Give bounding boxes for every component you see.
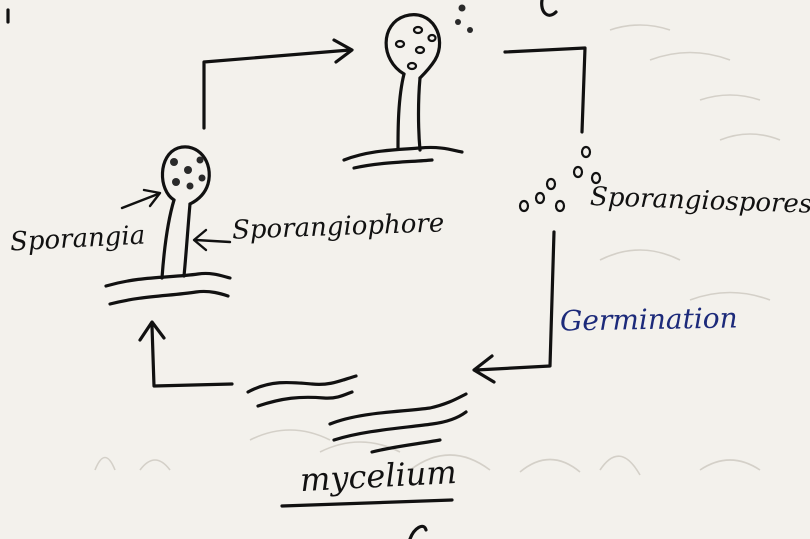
bottom-edge-glyph <box>410 526 426 539</box>
arrow-to-young-sporangium <box>140 322 232 386</box>
germination-label: Germination <box>560 304 738 335</box>
top-edge-glyph <box>542 0 556 15</box>
mature-sporangium <box>344 5 473 169</box>
mycelium-hyphae <box>248 376 466 452</box>
arrow-to-spores <box>505 48 585 132</box>
sporangiospores-label: Sporangiospores. <box>590 184 810 218</box>
sporangia-label: Sporangia <box>9 222 145 255</box>
sporangiophore-label: Sporangiophore <box>232 210 445 243</box>
mycelium-label: mycelium <box>299 456 457 496</box>
arrow-germination <box>474 232 554 382</box>
arrow-to-mature-sporangium <box>204 40 352 128</box>
sporangiospores <box>520 147 600 211</box>
mycelium-underline <box>282 500 452 506</box>
